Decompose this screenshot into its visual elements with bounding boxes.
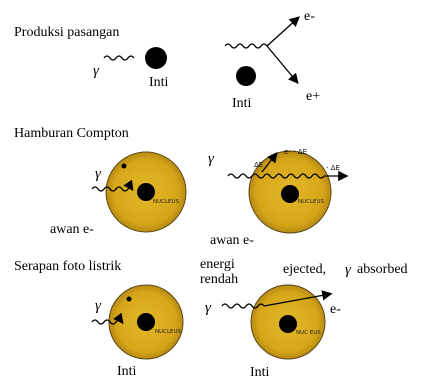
absorbed-label: absorbed — [357, 262, 408, 277]
delta-e-top-label: e- - ΔE — [284, 148, 307, 156]
low-energy-label-line2: rendah — [200, 272, 238, 287]
gamma-symbol-compton-left: γ — [95, 166, 102, 182]
nucleus-label-photo-right: Inti — [250, 365, 270, 379]
photon-wave-pair-right — [224, 43, 268, 49]
orbital-electron-compton-left — [121, 163, 127, 169]
positron-label-pair: e+ — [306, 89, 320, 104]
gamma-absorbed-symbol: γ — [345, 262, 352, 278]
nucleus-photo-right — [279, 315, 297, 333]
cloud-label-compton-left: awan e- — [50, 222, 94, 237]
compton-title: Hamburan Compton — [14, 126, 129, 141]
nucleus-label-pair-right: Inti — [232, 96, 252, 111]
ejected-label: ejected, — [283, 262, 326, 277]
delta-e-small-label: ΔE — [254, 161, 263, 169]
ejected-electron-track — [263, 290, 333, 307]
gamma-symbol-photo-right: γ — [205, 300, 212, 316]
nucleus-pair-left — [145, 47, 167, 69]
nucleus-text-photo-right: NUC EUS — [296, 330, 321, 336]
photon-wave-pair-left — [103, 55, 135, 61]
photon-wave-compton-right-in — [227, 173, 325, 179]
nucleus-text-compton-right: NUCLEUS — [298, 199, 325, 205]
electron-track — [266, 16, 300, 47]
orbital-electron-photo-left — [126, 296, 132, 302]
positron-track — [266, 45, 299, 84]
nucleus-label-pair-left: Inti — [149, 75, 169, 90]
gamma-symbol-pair: γ — [93, 63, 100, 79]
gamma-symbol-photo-left: γ — [95, 298, 102, 314]
photon-wave-photo-right — [221, 303, 265, 309]
gamma-symbol-compton-right: γ — [208, 151, 215, 167]
electron-label-pair: e- — [304, 9, 315, 24]
delta-e-right-label: - ΔE — [326, 164, 340, 172]
photon-wave-compton-left — [91, 179, 134, 192]
nucleus-photo-left — [137, 313, 155, 331]
nucleus-compton-left — [137, 183, 155, 201]
electron-label-photo: e- — [330, 302, 341, 317]
recoil-electron-track — [261, 151, 278, 173]
photoelectric-title: Serapan foto listrik — [14, 259, 121, 274]
nucleus-label-photo-left: Inti — [117, 364, 137, 379]
nucleus-compton-right — [281, 185, 299, 203]
cloud-label-compton-right: awan e- — [210, 233, 254, 248]
nucleus-text-compton-left: NUCLEUS — [153, 199, 180, 205]
pair-production-title: Produksi pasangan — [14, 25, 119, 40]
photon-wave-photo-left — [91, 312, 124, 325]
nucleus-text-photo-left: NUCLEUS — [155, 329, 182, 335]
low-energy-label-line1: energi — [200, 257, 235, 272]
nucleus-pair-right — [236, 66, 256, 86]
